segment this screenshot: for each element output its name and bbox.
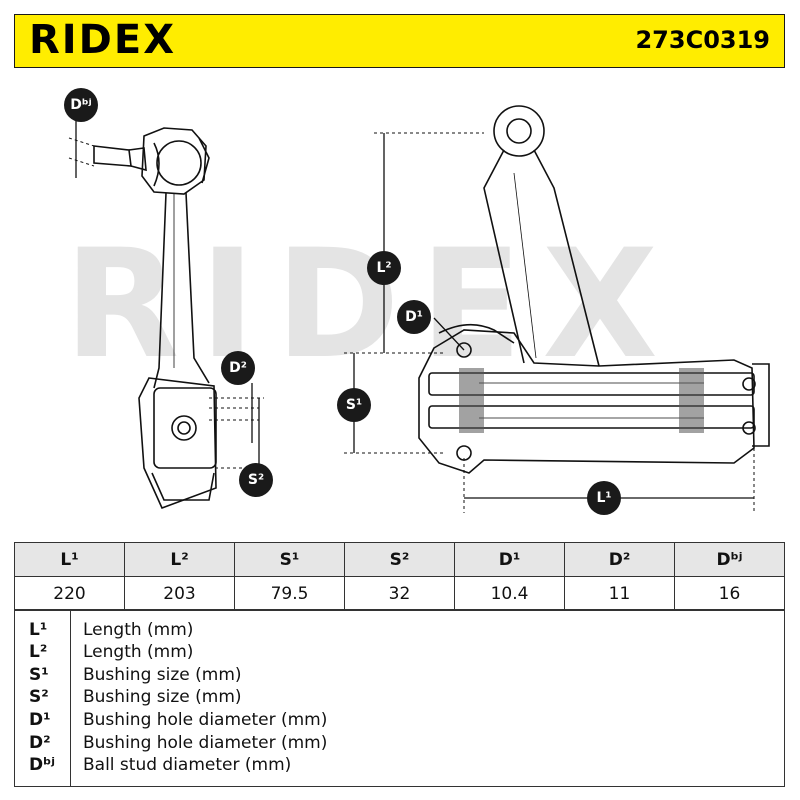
drawing-svg [68, 105, 770, 513]
legend-row: L¹ Length (mm) [15, 620, 784, 642]
d2-badge: D² [221, 351, 255, 385]
legend-row: S² Bushing size (mm) [15, 687, 784, 709]
legend-row: Dᵇʲ Ball stud diameter (mm) [15, 755, 784, 777]
part-number: 273C0319 [635, 26, 770, 54]
legend-description: Bushing hole diameter (mm) [83, 710, 328, 730]
legend-box: L¹ Length (mm) L² Length (mm) S¹ Bushing… [14, 609, 785, 787]
legend-code: S¹ [29, 665, 49, 685]
brand-logo: RIDEX [29, 17, 177, 63]
legend-divider [70, 610, 71, 786]
spec-header: D¹ [454, 542, 565, 577]
spec-value: 79.5 [234, 576, 345, 611]
legend-code: D² [29, 733, 51, 753]
spec-header: Dᵇʲ [674, 542, 785, 577]
legend-row: L² Length (mm) [15, 642, 784, 664]
spec-value: 10.4 [454, 576, 565, 611]
legend-code: D¹ [29, 710, 51, 730]
legend-row: D² Bushing hole diameter (mm) [15, 733, 784, 755]
d1-badge: D¹ [397, 300, 431, 334]
technical-drawing: RIDEX [14, 68, 785, 542]
legend-description: Length (mm) [83, 642, 194, 662]
watermark: RIDEX [64, 218, 678, 392]
legend-code: L² [29, 642, 48, 662]
legend-description: Bushing hole diameter (mm) [83, 733, 328, 753]
legend-row: D¹ Bushing hole diameter (mm) [15, 710, 784, 732]
dbj-badge: Dᵇʲ [64, 88, 98, 122]
spec-header: L² [124, 542, 235, 577]
legend-code: L¹ [29, 620, 48, 640]
legend-description: Ball stud diameter (mm) [83, 755, 292, 775]
legend-code: S² [29, 687, 49, 707]
l1-badge: L¹ [587, 481, 621, 515]
l2-badge: L² [367, 251, 401, 285]
spec-header: S² [344, 542, 455, 577]
specs-header-row: L¹ L² S¹ S² D¹ D² Dᵇʲ [14, 542, 785, 577]
legend-description: Length (mm) [83, 620, 194, 640]
s2-badge: S² [239, 463, 273, 497]
spec-value: 32 [344, 576, 455, 611]
front-view-arm [418, 105, 770, 474]
spec-header: D² [564, 542, 675, 577]
specs-table: L¹ L² S¹ S² D¹ D² Dᵇʲ 220 203 79.5 32 10… [14, 542, 785, 611]
s1-badge: S¹ [337, 388, 371, 422]
legend-row: S¹ Bushing size (mm) [15, 665, 784, 687]
spec-value: 16 [674, 576, 785, 611]
spec-value: 220 [14, 576, 125, 611]
legend-description: Bushing size (mm) [83, 665, 242, 685]
legend-code: Dᵇʲ [29, 755, 55, 775]
spec-header: L¹ [14, 542, 125, 577]
header-bar: RIDEX 273C0319 [14, 14, 785, 68]
spec-value: 203 [124, 576, 235, 611]
spec-value: 11 [564, 576, 675, 611]
side-view-arm [93, 127, 217, 510]
specs-value-row: 220 203 79.5 32 10.4 11 16 [14, 576, 785, 611]
spec-header: S¹ [234, 542, 345, 577]
legend-description: Bushing size (mm) [83, 687, 242, 707]
